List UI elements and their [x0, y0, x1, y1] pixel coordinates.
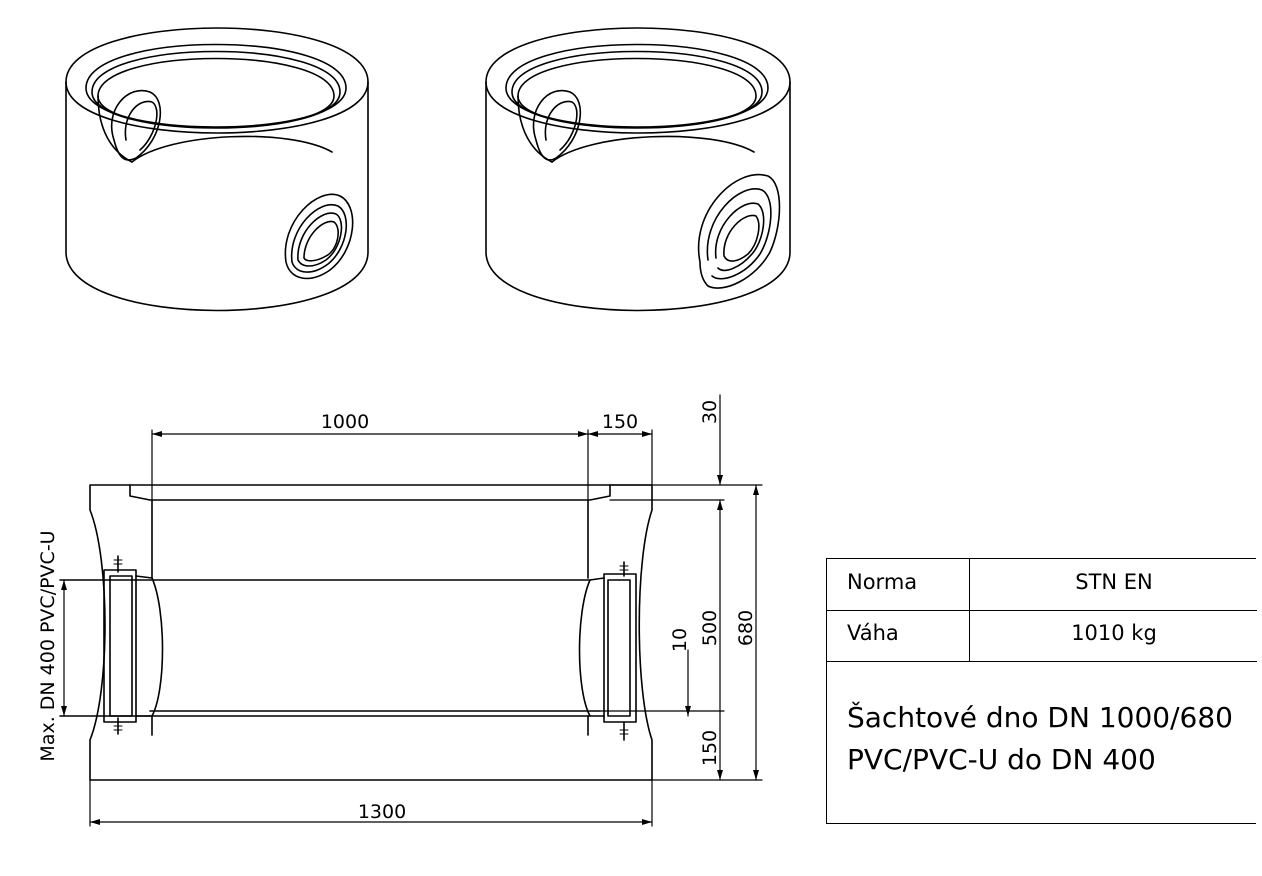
- left-socket-inner: [109, 575, 133, 717]
- ring-rim-1: [85, 43, 347, 128]
- right-socket-inner: [607, 579, 631, 717]
- spec-description-line-2: PVC/PVC-U do DN 400: [847, 743, 1156, 776]
- dim-pipe-height: 500: [699, 610, 721, 646]
- side-pipe-label: Max. DN 400 PVC/PVC-U: [37, 530, 59, 761]
- spec-table: Norma STN EN Váha 1010 kg Šachtové dno D…: [826, 558, 1257, 824]
- dimension-lines: [63, 394, 763, 827]
- outer-socket-ring-1: [706, 188, 772, 280]
- spec-key: Norma: [847, 570, 918, 594]
- dim-top-offset: 30: [699, 400, 721, 424]
- inner-hole-inner: [544, 100, 578, 151]
- dimension-arrows: [61, 431, 759, 825]
- right-socket-flange: [578, 577, 605, 717]
- inner-hole-inner: [124, 100, 158, 151]
- dim-total-height: 680: [735, 610, 757, 646]
- inner-hole-outer: [110, 89, 162, 161]
- spec-description: Šachtové dno DN 1000/680 PVC/PVC-U do DN…: [847, 697, 1233, 781]
- inner-hole-outer: [532, 89, 582, 161]
- left-socket: [103, 569, 137, 723]
- ring-rim-1: [505, 43, 769, 128]
- isometric-view-left: [65, 27, 369, 312]
- ring-rim-3: [517, 57, 757, 129]
- spec-value: 1010 kg: [1071, 621, 1157, 645]
- right-socket: [603, 573, 637, 723]
- outer-hole-rim: [284, 193, 354, 280]
- spec-row-vaha: Váha 1010 kg: [827, 610, 1257, 662]
- outer-hole-ring-3: [303, 220, 339, 262]
- outer-hole-ring-1: [291, 203, 347, 273]
- spec-key: Váha: [847, 621, 899, 645]
- spec-column-divider: [969, 559, 970, 661]
- dim-wall-width: 150: [602, 411, 638, 433]
- ring-side: [485, 81, 791, 312]
- isometric-view-right: [485, 27, 791, 312]
- outer-socket-ring-2: [714, 202, 765, 272]
- outer-hole-ring-2: [297, 212, 343, 267]
- inner-floor-arc: [551, 135, 755, 163]
- dim-invert-offset: 10: [669, 628, 691, 652]
- outer-socket-rim: [697, 173, 781, 289]
- inner-left-wall: [97, 95, 133, 163]
- section-view: [59, 484, 653, 781]
- left-socket-flange: [135, 575, 164, 717]
- dim-inner-width: 1000: [321, 411, 369, 433]
- spec-row-norma: Norma STN EN: [827, 559, 1257, 611]
- section-outline-left: [89, 484, 653, 781]
- top-opening: [129, 484, 611, 501]
- inner-floor-arc: [131, 135, 333, 163]
- outer-socket-ring-3: [723, 214, 760, 262]
- ring-side: [65, 81, 369, 312]
- spec-value: STN EN: [1075, 570, 1153, 594]
- spec-description-line-1: Šachtové dno DN 1000/680: [847, 701, 1233, 734]
- ring-rim-3: [97, 57, 335, 129]
- dim-outer-width: 1300: [358, 801, 406, 823]
- dim-base-height: 150: [699, 730, 721, 766]
